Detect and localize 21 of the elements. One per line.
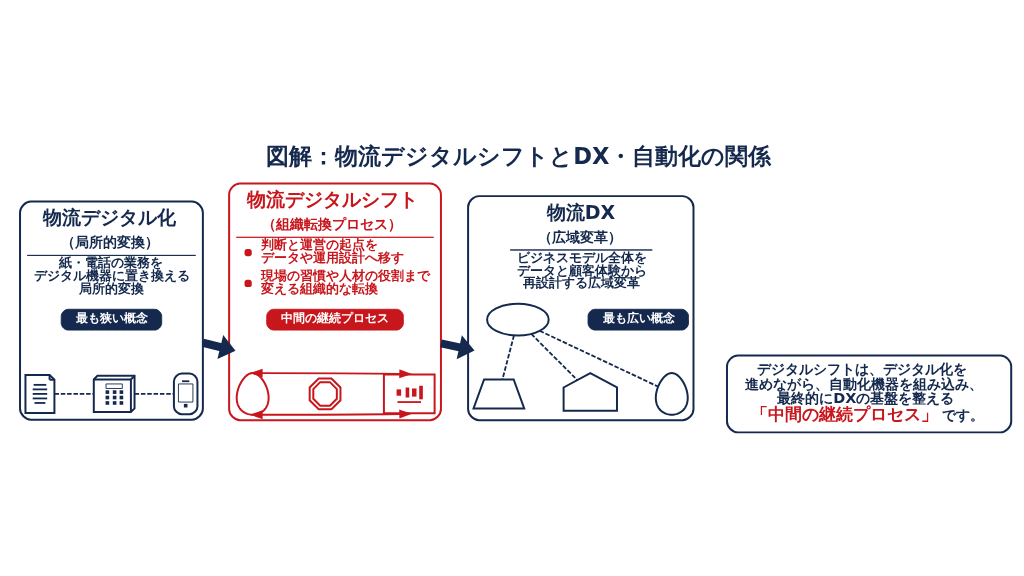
arrow (249, 409, 412, 420)
connector (539, 330, 659, 388)
connector (53, 393, 95, 395)
arrow (249, 368, 412, 379)
node-person (654, 372, 689, 416)
node-box: 中間の継続プロセス (266, 308, 404, 331)
node-picture (172, 372, 199, 416)
node-box: デジタルシフトは、デジタル化を進めながら、自動化機器を組み込み、最終的にDXの基盤を整える「中間の継続プロセス」です。 (726, 354, 1013, 434)
node-picture (472, 378, 526, 410)
node-box: 最も広い概念 (587, 308, 689, 331)
node-person (235, 372, 270, 416)
node-picture (308, 377, 342, 411)
node-cloud (486, 302, 550, 337)
node-picture (382, 373, 436, 415)
connector (133, 393, 175, 395)
diagram-title: 図解：物流デジタルシフトとDX・自動化の関係 (266, 143, 772, 170)
node-picture (562, 371, 618, 412)
arrow (440, 335, 475, 360)
node-box: 最も狭い概念 (60, 308, 163, 331)
arrow (201, 335, 236, 359)
connector (530, 333, 579, 381)
